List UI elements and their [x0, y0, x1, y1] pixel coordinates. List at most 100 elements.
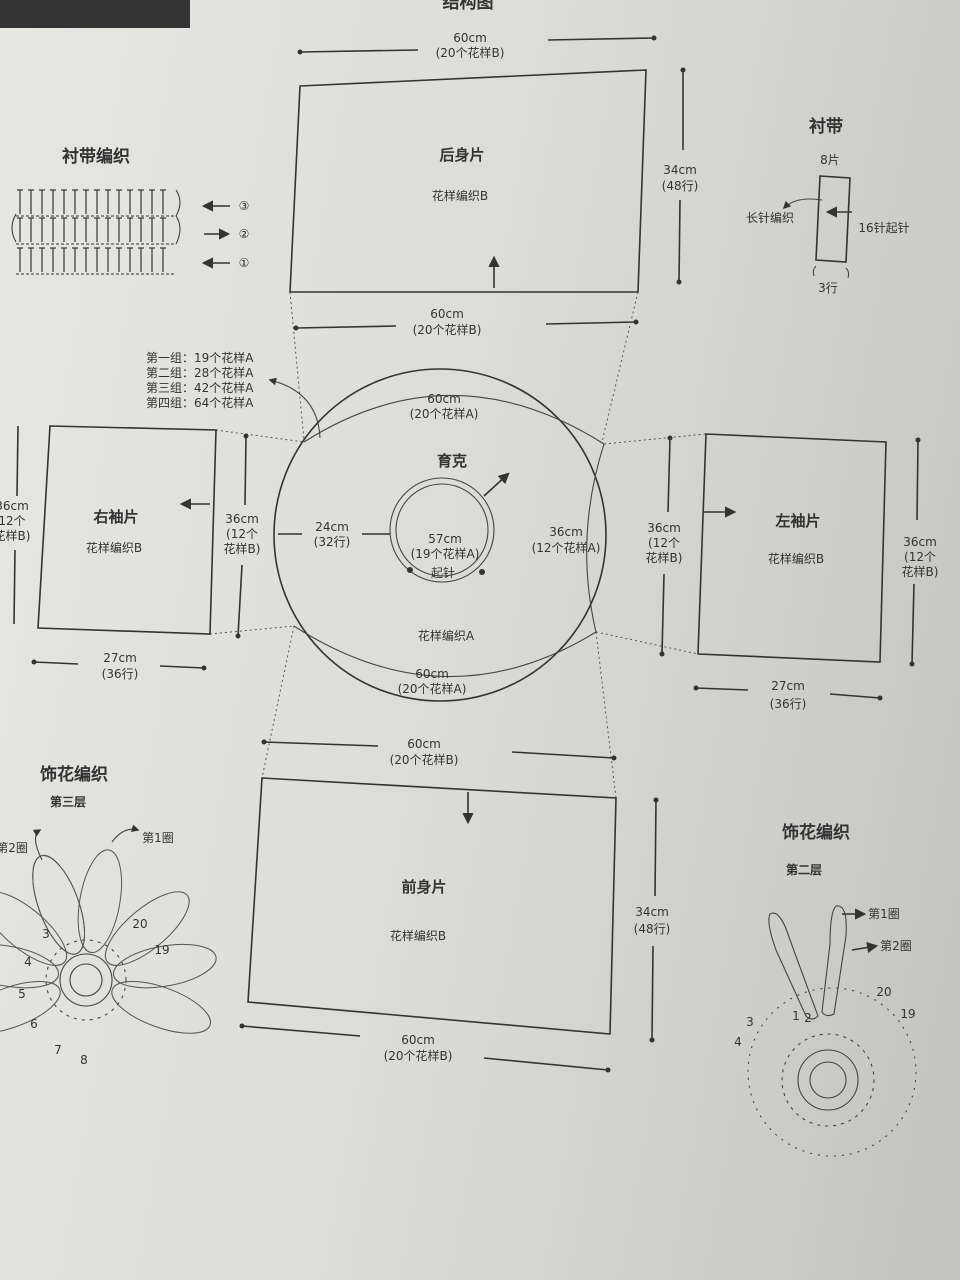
- yoke-right-seam: [586, 443, 605, 633]
- front-outline: [247, 777, 617, 1035]
- yoke-inner-ring: [395, 483, 489, 577]
- flower2-num-1: 1: [792, 1009, 800, 1023]
- front-bottom-width-sub: (20个花样B): [384, 1048, 453, 1063]
- band-pieces: 8片: [820, 153, 840, 167]
- right-sleeve-name: 右袖片: [93, 508, 138, 526]
- left-sleeve: 左袖片 花样编织B 36cm (12个 花样B) 36cm (12个 花样B) …: [646, 433, 938, 711]
- band-rows: 3行: [818, 281, 838, 295]
- band-stitch: 长针编织: [746, 210, 794, 225]
- flower3-num-19: 19: [154, 943, 169, 957]
- flower2-petal-left: [768, 912, 819, 1020]
- band-knit-stitch-rows: [11, 189, 181, 275]
- flower3-petal: [77, 849, 123, 954]
- yoke-bottom-arc-sub: (20个花样A): [398, 681, 467, 696]
- right-sleeve-outer-l3: 花样B): [0, 528, 30, 543]
- yoke-outer-circle: [273, 368, 607, 702]
- yoke-top-arc: 60cm: [427, 392, 461, 406]
- flower2-subtitle: 第二层: [786, 862, 822, 877]
- right-sleeve-outline: [37, 425, 217, 635]
- flower-layer2: 饰花编织 第二层 第1圈 第2圈 3 4 1 2 20 19: [734, 822, 917, 1157]
- yoke-top-arc-sub: (20个花样A): [410, 406, 479, 421]
- flower3-petal: [32, 854, 86, 955]
- back-top-width-sub: (20个花样B): [436, 45, 505, 60]
- yoke-pattern: 花样编织A: [418, 628, 475, 643]
- flower2-center: [797, 1049, 859, 1111]
- left-sleeve-height-l3: 花样B): [646, 550, 683, 565]
- front-top-width-sub: (20个花样B): [390, 752, 459, 767]
- row1-label: ①: [239, 256, 250, 270]
- yoke-group-2: 第二组：28个花样A: [146, 365, 254, 380]
- back-outline: [289, 69, 647, 293]
- yoke-right-width: 36cm: [549, 525, 583, 539]
- yoke-right-width-sub: (12个花样A): [532, 540, 601, 555]
- right-sleeve-outer-l2: 12个: [0, 514, 26, 528]
- flower2-round2: 第2圈: [880, 939, 912, 953]
- band-cast-on: 16针起针: [858, 220, 909, 235]
- right-sleeve-height: 36cm: [225, 512, 259, 526]
- back-bottom-dim-left: [295, 325, 397, 329]
- yoke: 育克 花样编织A 60cm (20个花样A) 60cm (20个花样A) 24c…: [146, 350, 607, 702]
- flower3-title: 饰花编织: [40, 764, 108, 785]
- yoke-bottom-arc: 60cm: [415, 667, 449, 681]
- right-sleeve-width: 27cm: [103, 651, 137, 665]
- flower3-petal: [111, 980, 212, 1034]
- flower3-round1: 第1圈: [142, 831, 174, 845]
- flower2-num-19: 19: [900, 1007, 915, 1021]
- turning-chain: [11, 189, 181, 245]
- band-knit-title: 衬带编织: [62, 146, 130, 167]
- right-sleeve-height-l3: 花样B): [224, 541, 261, 556]
- flower2-num-2: 2: [804, 1011, 812, 1025]
- flower3-petal: [104, 891, 190, 966]
- flower3-num-8: 8: [80, 1053, 88, 1067]
- left-sleeve-height-l2: (12个: [648, 536, 680, 550]
- yoke-inner-length-sub: (19个花样A): [411, 546, 480, 561]
- photo-corner: [0, 0, 190, 28]
- flower3-num-3: 3: [42, 927, 50, 941]
- yoke-top-seam: [303, 395, 605, 445]
- back-piece: 后身片 花样编织B 60cm (20个花样B) 60cm (20个花样B) 34…: [289, 31, 698, 337]
- flower3-num-5: 5: [18, 987, 26, 1001]
- right-sleeve: 右袖片 花样编织B 36cm (12个 花样B) 36cm 12个 花样B) 2…: [0, 425, 261, 681]
- flower-layer3: 饰花编织 第三层 第2圈 第1圈 3 4 5 6 7 8 20 19: [0, 764, 217, 1067]
- yoke-inner-ring-outer: [389, 477, 495, 583]
- flower3-subtitle: 第三层: [50, 794, 86, 809]
- back-bottom-width-sub: (20个花样B): [413, 322, 482, 337]
- flower3-petal: [32, 854, 86, 955]
- left-sleeve-width: 27cm: [771, 679, 805, 693]
- yoke-direction-arrow: [483, 472, 510, 497]
- flower3-num-20: 20: [132, 917, 147, 931]
- front-name: 前身片: [401, 878, 446, 896]
- flower2-num-4: 4: [734, 1035, 742, 1049]
- flower2-num-3: 3: [746, 1015, 754, 1029]
- yoke-left-depth-sub: (32行): [314, 535, 351, 549]
- right-sleeve-outer-height: 36cm: [0, 499, 29, 513]
- right-sleeve-width-sub: (36行): [102, 667, 139, 681]
- flower2-round1: 第1圈: [868, 907, 900, 921]
- band-outline: [815, 175, 851, 263]
- left-sleeve-outer-l2: (12个: [904, 550, 936, 564]
- left-sleeve-height: 36cm: [647, 521, 681, 535]
- flower3-num-6: 6: [30, 1017, 38, 1031]
- left-sleeve-width-sub: (36行): [770, 697, 807, 711]
- row2-label: ②: [239, 227, 250, 241]
- yoke-cast-on: 起针: [431, 565, 455, 580]
- front-height: 34cm: [635, 905, 669, 919]
- flower2-title: 饰花编织: [782, 822, 850, 843]
- flower3-center: [59, 953, 113, 1007]
- back-name: 后身片: [439, 146, 484, 164]
- yoke-group-3: 第三组：42个花样A: [146, 380, 254, 395]
- front-bottom-width: 60cm: [401, 1033, 435, 1047]
- band-knit-chart: 衬带编织 ③ ② ①: [11, 146, 250, 275]
- flower3-num-7: 7: [54, 1043, 62, 1057]
- left-sleeve-outline: [697, 433, 887, 663]
- flower3-petal: [112, 943, 217, 989]
- band-title: 衬带: [809, 116, 843, 137]
- back-top-width: 60cm: [453, 31, 487, 45]
- yoke-name: 育克: [437, 452, 467, 470]
- row3-label: ③: [239, 199, 250, 213]
- left-sleeve-pattern: 花样编织B: [768, 551, 824, 566]
- band-diagram: 衬带 8片 长针编织 16针起针 3行: [746, 116, 910, 295]
- front-piece: 前身片 花样编织B 60cm (20个花样B) 60cm (20个花样B) 34…: [239, 737, 670, 1073]
- flower2-petal-right: [821, 905, 847, 1017]
- front-top-width: 60cm: [407, 737, 441, 751]
